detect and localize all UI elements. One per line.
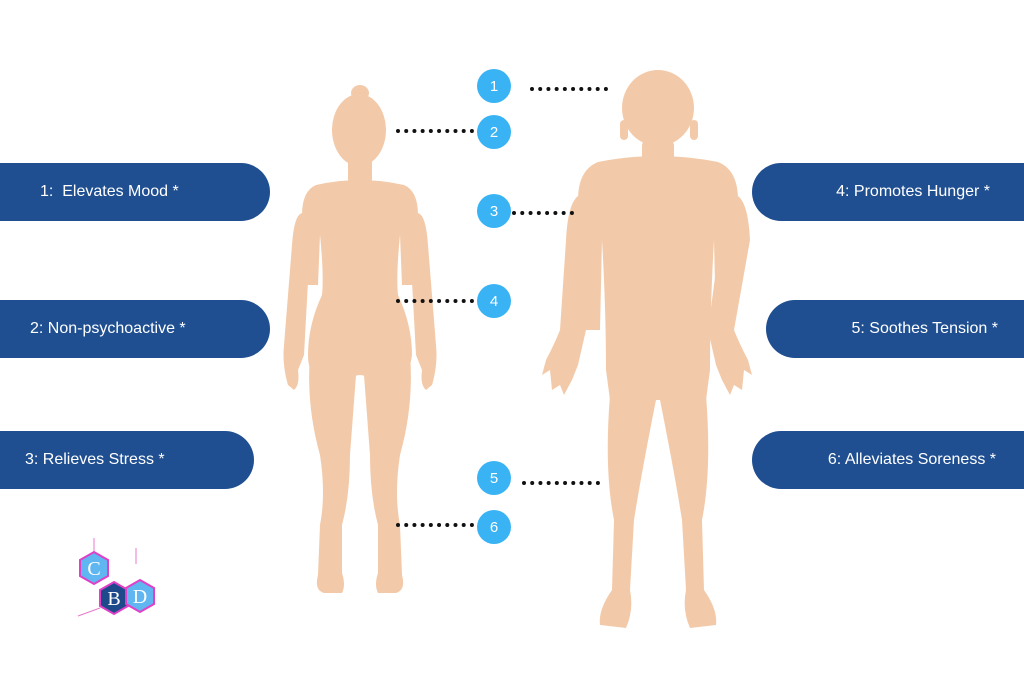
cbd-logo: C B D bbox=[77, 538, 155, 617]
marker-1: 1 bbox=[477, 69, 511, 103]
marker-2-number: 2 bbox=[489, 123, 499, 141]
benefit-label-6: 6: Alleviates Soreness * bbox=[827, 451, 996, 468]
male-silhouette bbox=[542, 70, 752, 628]
marker-1-number: 1 bbox=[489, 77, 499, 95]
logo-letter-c: C bbox=[87, 558, 100, 580]
marker-3-number: 3 bbox=[489, 202, 499, 220]
marker-5: 5 bbox=[477, 461, 511, 495]
marker-4-number: 4 bbox=[489, 292, 499, 310]
benefit-label-5: 5: Soothes Tension * bbox=[851, 320, 998, 337]
benefit-pill-6: 6: Alleviates Soreness * bbox=[752, 431, 1024, 489]
marker-2: 2 bbox=[477, 115, 511, 149]
benefit-pill-3: 3: Relieves Stress * bbox=[0, 431, 254, 489]
benefit-pill-1: 1: Elevates Mood * bbox=[0, 163, 270, 221]
marker-3: 3 bbox=[477, 194, 511, 228]
benefit-label-2: 2: Non-psychoactive * bbox=[30, 320, 186, 337]
benefit-pill-5: 5: Soothes Tension * bbox=[766, 300, 1024, 358]
marker-6-number: 6 bbox=[489, 518, 499, 536]
logo-connector-lines bbox=[77, 538, 137, 617]
benefit-label-1: 1: Elevates Mood * bbox=[40, 183, 179, 200]
connector-1 bbox=[530, 87, 608, 91]
connector-2 bbox=[396, 129, 474, 133]
marker-4: 4 bbox=[477, 284, 511, 318]
hexagon-d bbox=[125, 578, 155, 614]
marker-5-number: 5 bbox=[489, 469, 499, 487]
connector-3 bbox=[512, 211, 574, 215]
connector-6 bbox=[396, 523, 474, 527]
hexagon-c bbox=[79, 550, 109, 586]
connector-4 bbox=[396, 299, 474, 303]
logo-letter-b: B bbox=[107, 588, 120, 610]
connector-5 bbox=[522, 481, 600, 485]
logo-letter-d: D bbox=[133, 586, 147, 608]
benefit-label-3: 3: Relieves Stress * bbox=[25, 451, 165, 468]
female-silhouette bbox=[283, 85, 437, 593]
benefit-pill-4: 4: Promotes Hunger * bbox=[752, 163, 1024, 221]
marker-6: 6 bbox=[477, 510, 511, 544]
benefit-pill-2: 2: Non-psychoactive * bbox=[0, 300, 270, 358]
benefit-label-4: 4: Promotes Hunger * bbox=[836, 183, 990, 200]
